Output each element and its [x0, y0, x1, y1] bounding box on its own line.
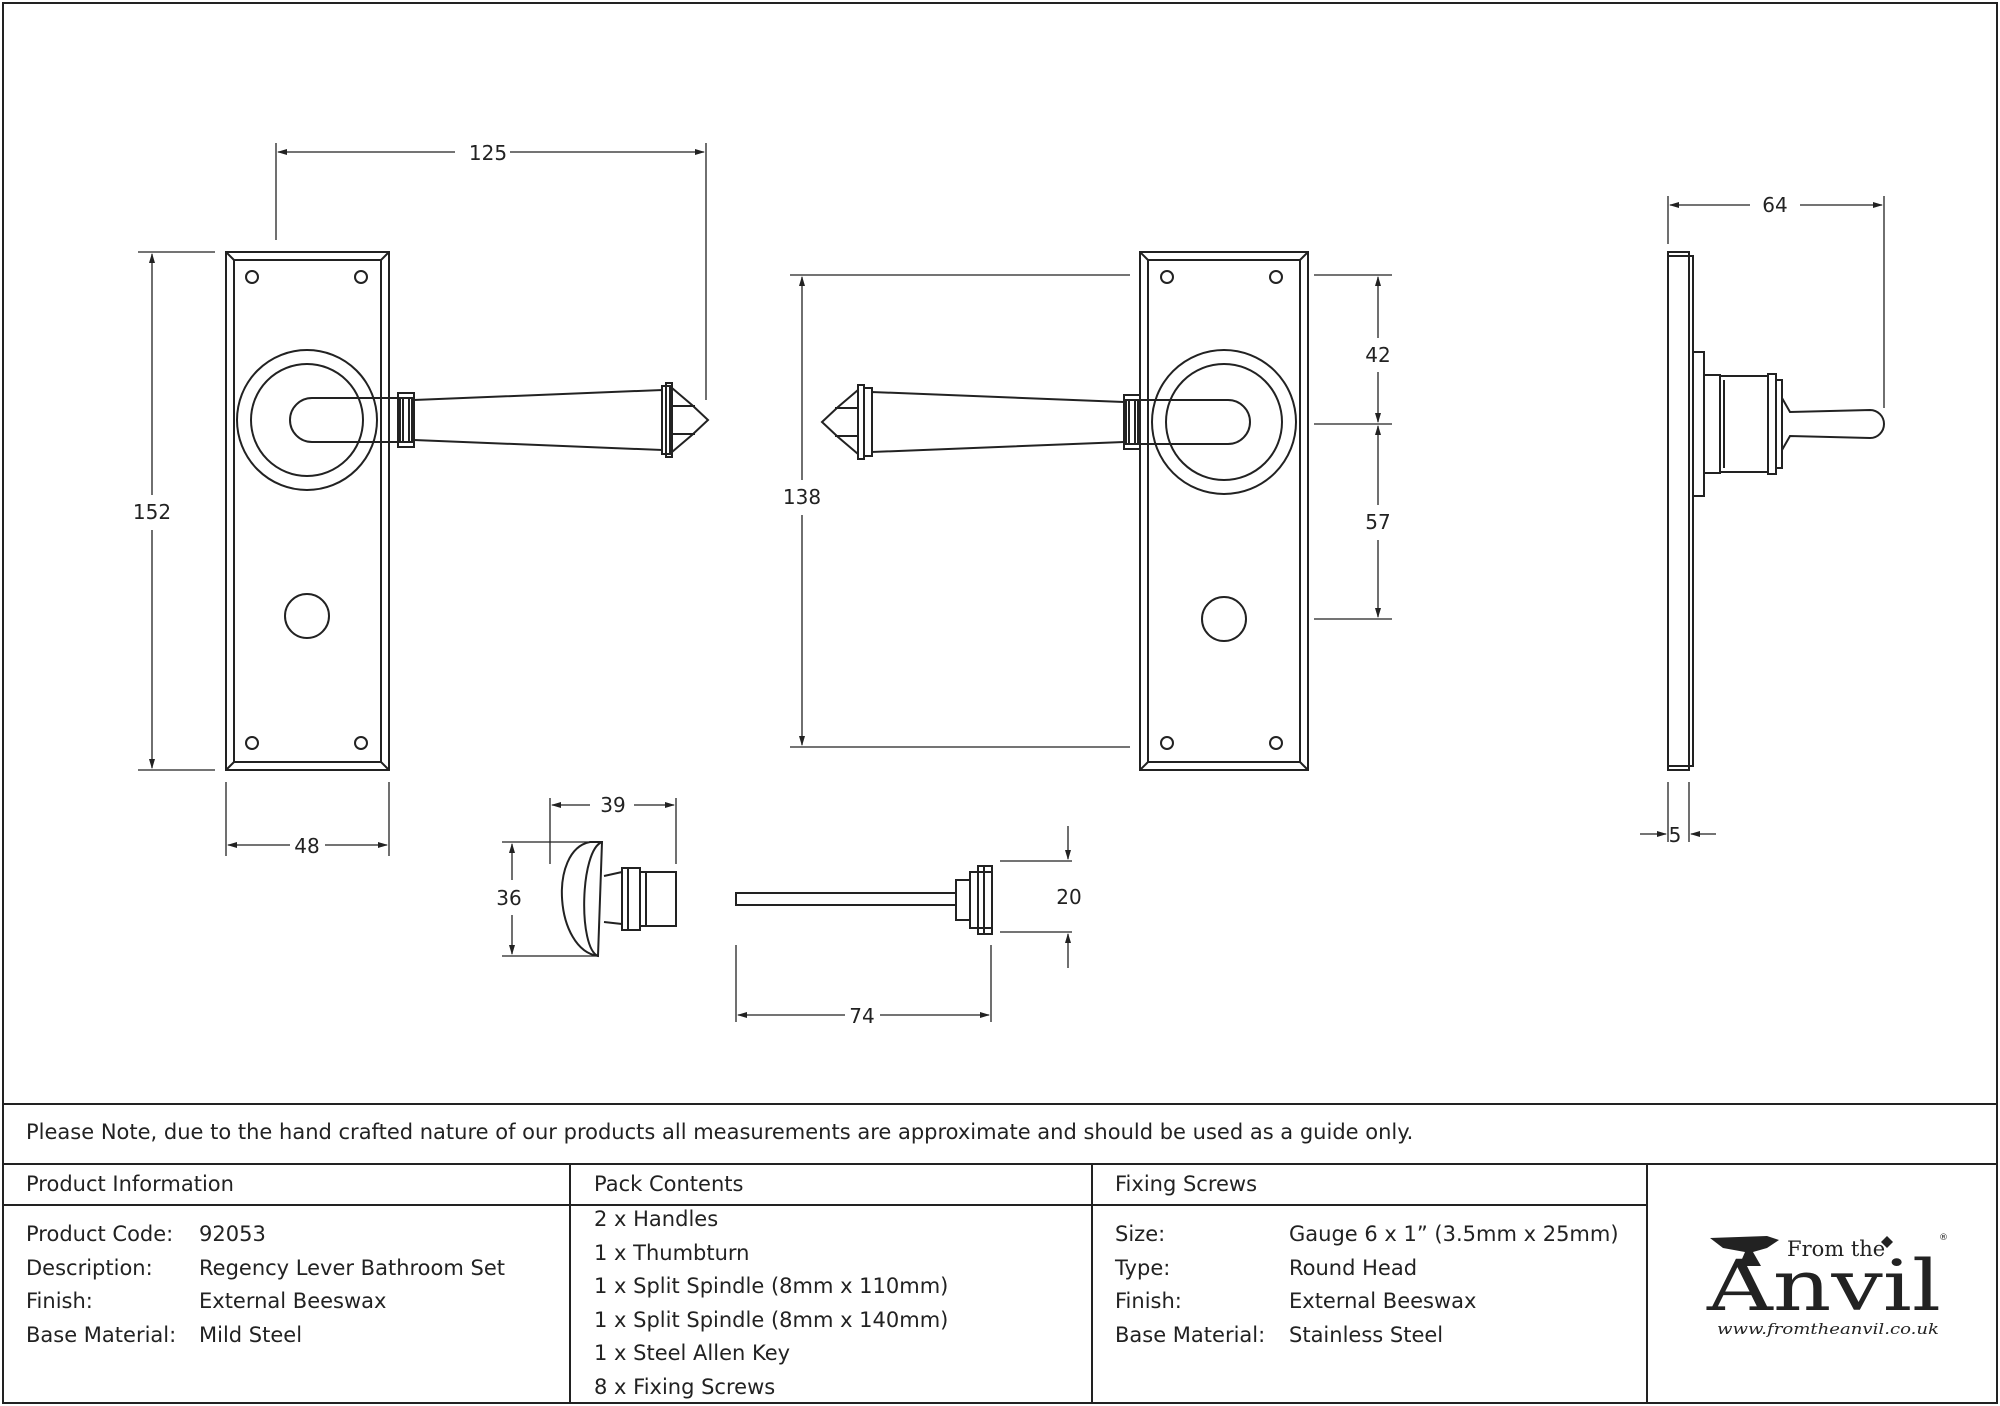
finish-value: External Beeswax: [199, 1289, 387, 1313]
dim-width-125: 125: [469, 141, 507, 165]
pack-item: 8 x Fixing Screws: [594, 1374, 776, 1399]
dim-thickness-5: 5: [1669, 823, 1682, 847]
anvil-icon: [1710, 1236, 1779, 1266]
pack-item: 1 x Thumbturn: [594, 1240, 750, 1265]
logo-wordmark: Anvil: [1706, 1245, 1941, 1327]
registered-mark: ®: [1939, 1233, 1948, 1243]
fixing-screws-header: Fixing Screws: [1115, 1172, 1258, 1196]
product-code-value: 92053: [199, 1222, 266, 1246]
size-value: Gauge 6 x 1” (3.5mm x 25mm): [1289, 1222, 1619, 1246]
base-material-row: Base Material: Mild Steel: [26, 1319, 505, 1353]
fixing-screws-panel: Size: Gauge 6 x 1” (3.5mm x 25mm) Type: Ro…: [1115, 1218, 1619, 1352]
pack-item: 2 x Handles: [594, 1207, 719, 1231]
dim-thumbturn-39: 39: [600, 793, 625, 817]
dim-thumbturn-36: 36: [496, 886, 521, 910]
dim-42: 42: [1365, 343, 1390, 367]
product-code-row: Product Code: 92053: [26, 1218, 505, 1252]
dim-57: 57: [1365, 510, 1390, 534]
size-label: Size:: [1115, 1222, 1166, 1246]
dim-width-48: 48: [294, 834, 319, 858]
pack-contents-list: 2 x Handles 1 x Thumbturn 1 x Split Spin…: [594, 1203, 948, 1404]
dim-height-138: 138: [783, 485, 821, 509]
dim-spindle-20: 20: [1056, 885, 1081, 909]
description-row: Description: Regency Lever Bathroom Set: [26, 1252, 505, 1286]
screw-finish-label: Finish:: [1115, 1289, 1182, 1313]
thumbturn-dimensions: [502, 798, 677, 957]
dim-projection-64: 64: [1762, 193, 1787, 217]
side-view-handle: [1667, 251, 1885, 771]
screw-finish-row: Finish: External Beeswax: [1115, 1285, 1619, 1319]
thumbturn: [560, 841, 677, 958]
type-label: Type:: [1115, 1255, 1171, 1280]
diamond-icon: [1881, 1236, 1893, 1248]
product-information-panel: Product Code: 92053 Description: Regency L…: [26, 1218, 505, 1352]
description-value: Regency Lever Bathroom Set: [199, 1255, 505, 1280]
dim-spindle-74: 74: [849, 1004, 874, 1028]
description-label: Description:: [26, 1255, 153, 1280]
spindle: [735, 865, 993, 935]
pack-item: 1 x Split Spindle (8mm x 110mm): [594, 1274, 949, 1298]
pack-item: 1 x Split Spindle (8mm x 140mm): [594, 1307, 949, 1332]
dimension-labels: 125 152 48 138 42 57 64 5 39 36 74 20: [133, 141, 1788, 1028]
pack-item: 1 x Steel Allen Key: [594, 1341, 791, 1365]
type-value: Round Head: [1289, 1255, 1418, 1280]
rear-view-handle: [820, 251, 1309, 771]
screw-base-material-label: Base Material:: [1115, 1322, 1266, 1347]
logo-url: www.fromtheanvil.co.uk: [1717, 1320, 1939, 1338]
pack-contents-header: Pack Contents: [594, 1172, 744, 1196]
dim-height-152: 152: [133, 500, 171, 524]
measurement-note: Please Note, due to the hand crafted nat…: [26, 1120, 1414, 1144]
screw-base-material-row: Base Material: Stainless Steel: [1115, 1319, 1619, 1353]
front-view-dimensions: [138, 143, 707, 856]
side-view-dimensions: [1640, 196, 1885, 842]
screw-finish-value: External Beeswax: [1289, 1289, 1477, 1313]
type-row: Type: Round Head: [1115, 1252, 1619, 1286]
product-information-header: Product Information: [26, 1172, 234, 1196]
finish-label: Finish:: [26, 1289, 93, 1313]
from-the-anvil-logo: From the ® Anvil www.fromtheanvil.co.uk: [1706, 1233, 1948, 1338]
size-row: Size: Gauge 6 x 1” (3.5mm x 25mm): [1115, 1218, 1619, 1252]
rear-view-dimensions: [790, 274, 1392, 748]
finish-row: Finish: External Beeswax: [26, 1285, 505, 1319]
screw-base-material-value: Stainless Steel: [1289, 1322, 1444, 1347]
front-view-handle: [225, 251, 710, 771]
spindle-dimensions: [735, 826, 1072, 1022]
base-material-value: Mild Steel: [199, 1322, 303, 1347]
logo-tagline: From the: [1787, 1237, 1885, 1261]
base-material-label: Base Material:: [26, 1322, 177, 1347]
product-code-label: Product Code:: [26, 1222, 174, 1246]
